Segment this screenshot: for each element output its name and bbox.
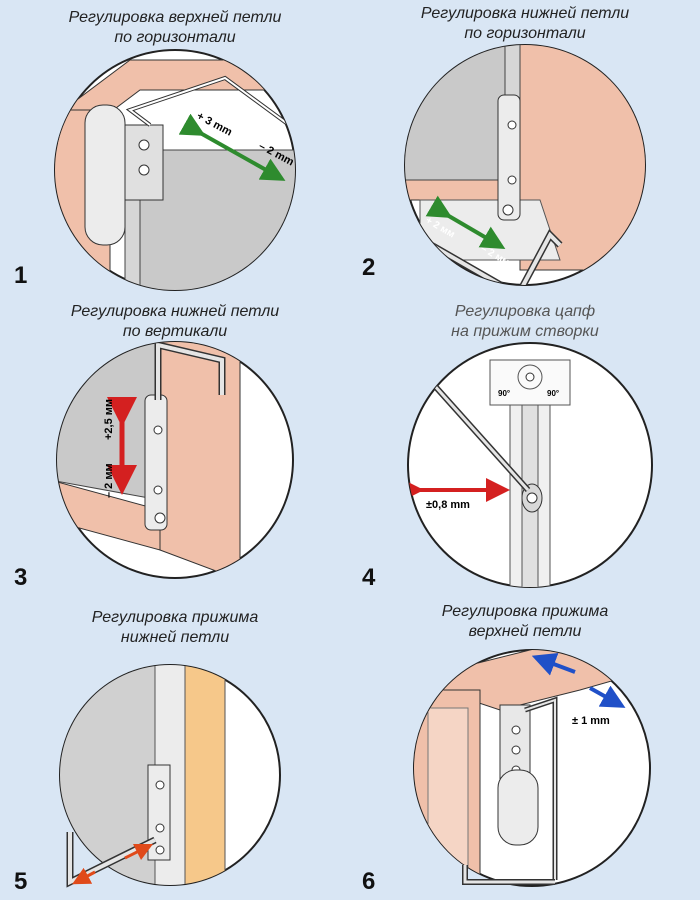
panel-5-title-line1: Регулировка прижима: [91, 609, 259, 626]
hinge-body: [144, 394, 168, 531]
panel-6-illustration: ± 1 mm: [413, 649, 651, 887]
hinge-screw-2: [153, 485, 163, 495]
panel-4-illustration: 90° 90° ±0,8 mm: [407, 342, 653, 588]
green-arrow: [425, 195, 506, 250]
panel-4-offset-label: ±0,8 mm: [426, 499, 470, 511]
hinge-body: [497, 769, 539, 846]
hinge-screw-2: [507, 175, 517, 185]
panel-3-plus-label: +2,5 мм: [103, 399, 115, 440]
panel-5-illustration: [59, 664, 281, 888]
panel-4-angle-right: 90°: [547, 389, 559, 398]
panel-4: Регулировка цапф на прижим створки 90° 9…: [350, 300, 700, 600]
green-arrow: [178, 113, 286, 181]
panel-1-number: 1: [14, 262, 28, 289]
panel-2-illustration: + 2 мм – 2 мм: [404, 44, 646, 286]
hinge-screw-1: [507, 120, 517, 130]
panel-1-illustration: + 3 mm – 2 mm: [54, 49, 296, 291]
panel-6-title-line1: Регулировка прижима: [441, 603, 609, 620]
panel-6-number: 6: [362, 868, 376, 895]
blue-arrow-1: [531, 652, 576, 676]
blue-arrow-2: [589, 685, 626, 708]
sash-glass: [139, 149, 295, 290]
panel-2-title-line2: по горизонтали: [464, 25, 586, 42]
hinge-plate: [124, 124, 164, 201]
hinge-screw-2: [155, 823, 165, 833]
frame-side: [159, 342, 241, 578]
panel-3: Регулировка нижней петли по вертикали +2…: [0, 300, 350, 600]
hinge-screw-1: [511, 725, 521, 735]
panel-3-illustration: +2,5 мм – 2 мм: [56, 341, 294, 579]
panel-4-title: Регулировка цапф на прижим створки: [350, 302, 700, 342]
panel-6-title: Регулировка прижима верхней петли: [350, 602, 700, 642]
hinge-body: [497, 94, 521, 221]
panel-4-title-line2: на прижим створки: [451, 323, 599, 340]
panel-5-title: Регулировка прижима нижней петли: [0, 608, 350, 648]
hinge-screw-1: [153, 425, 163, 435]
orange-arrow-2: [72, 867, 96, 885]
cam-detail-box: [489, 359, 571, 406]
panel-4-number: 4: [362, 564, 376, 591]
panel-5-title-line2: нижней петли: [120, 629, 230, 646]
hinge-screw-3: [154, 512, 166, 524]
panel-1-title-line2: по горизонтали: [114, 29, 236, 46]
wood-frame: [184, 665, 226, 885]
panel-1-title-line1: Регулировка верхней петли: [68, 9, 282, 26]
panel-3-title-line2: по вертикали: [122, 323, 228, 340]
hinge-body: [147, 764, 171, 861]
panel-3-title-line1: Регулировка нижней петли: [70, 303, 280, 320]
panel-5: Регулировка прижима нижней петли 5: [0, 600, 350, 900]
panel-6-offset-label: ± 1 mm: [572, 715, 610, 727]
panel-4-title-line1: Регулировка цапф: [454, 303, 596, 320]
hinge-screw-3: [502, 204, 514, 216]
cam-center: [525, 372, 535, 382]
panel-6-title-line2: верхней петли: [468, 623, 582, 640]
panel-1-title: Регулировка верхней петли по горизонтали: [0, 8, 350, 48]
hinge-screw-3: [155, 845, 165, 855]
panel-2: Регулировка нижней петли по горизонтали …: [350, 0, 700, 300]
cam-rotate-ring: [517, 364, 543, 390]
panel-5-number: 5: [14, 868, 28, 895]
sash-glass: [405, 45, 506, 181]
hinge-screw-2: [511, 745, 521, 755]
panel-2-title-line1: Регулировка нижней петли: [420, 5, 630, 22]
panel-3-number: 3: [14, 564, 28, 591]
panel-1: Регулировка верхней петли по горизонтали…: [0, 0, 350, 300]
panel-3-title: Регулировка нижней петли по вертикали: [0, 302, 350, 342]
hinge-body: [84, 104, 126, 246]
panel-4-angle-left: 90°: [498, 389, 510, 398]
panel-2-title: Регулировка нижней петли по горизонтали: [350, 4, 700, 44]
panel-6: Регулировка прижима верхней петли ± 1 mm…: [350, 600, 700, 900]
hinge-screw-2: [138, 164, 150, 176]
panel-3-minus-label: – 2 мм: [103, 463, 115, 498]
frame-bottom: [57, 479, 161, 551]
hinge-screw-1: [138, 139, 150, 151]
orange-arrow-1: [124, 843, 154, 861]
hinge-screw-1: [155, 780, 165, 790]
panel-2-number: 2: [362, 254, 376, 281]
